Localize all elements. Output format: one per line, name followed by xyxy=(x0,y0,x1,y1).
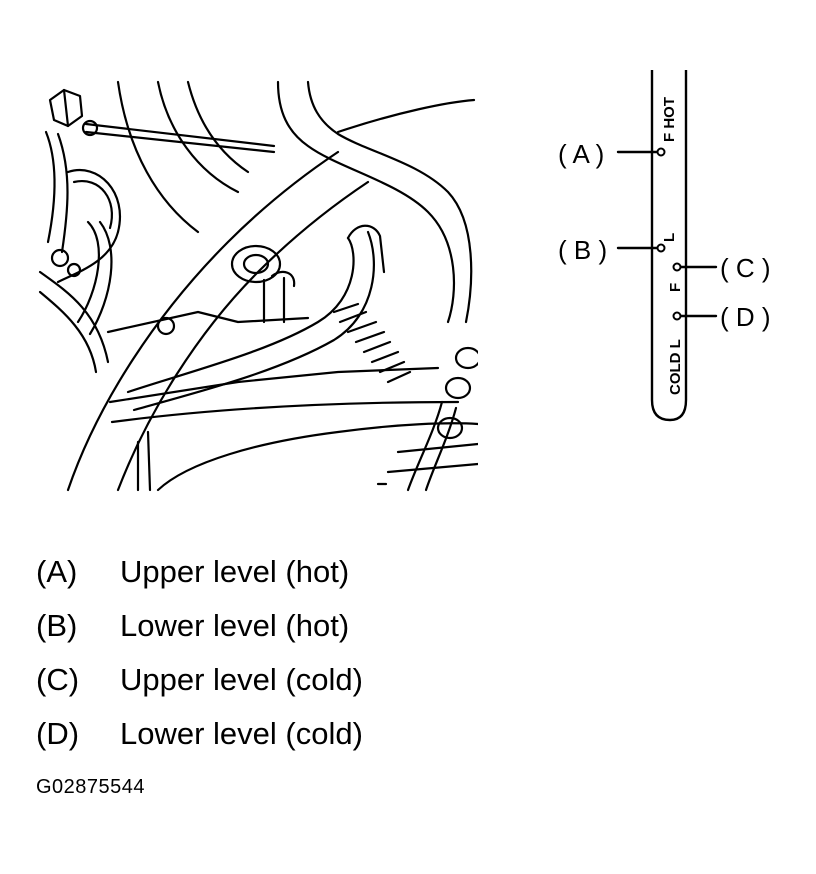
legend-key: (B) xyxy=(36,608,78,643)
level-mark-a xyxy=(656,147,666,157)
callout-b: ( B ) xyxy=(558,235,607,265)
legend-key: (A) xyxy=(36,554,78,589)
legend-description: Upper level (hot) xyxy=(120,554,350,589)
dipstick-ring xyxy=(230,244,282,284)
mark-l-hot: L xyxy=(661,233,678,242)
legend-key: (C) xyxy=(36,662,80,697)
probe-rod xyxy=(84,122,276,154)
callout-d: ( D ) xyxy=(720,302,771,332)
dipstick-blade xyxy=(650,70,688,422)
mark-f-cold: F xyxy=(667,283,684,292)
callout-c: ( C ) xyxy=(720,253,771,283)
level-mark-d xyxy=(672,311,682,321)
legend-description: Lower level (hot) xyxy=(120,608,350,643)
legend-key: (D) xyxy=(36,716,80,751)
callout-a: ( A ) xyxy=(558,139,604,169)
engine-bay-illustration xyxy=(38,80,478,492)
level-mark-c xyxy=(672,262,682,272)
figure-id: G02875544 xyxy=(36,776,146,798)
level-mark-b xyxy=(656,243,666,253)
large-hose xyxy=(66,150,340,492)
legend-description: Upper level (cold) xyxy=(120,662,363,697)
legend-description: Lower level (cold) xyxy=(120,716,363,751)
dipstick-diagram: F HOT L F COLD L ( A ) ( B ) ( C ) ( D ) xyxy=(558,70,771,422)
ribbed-hose xyxy=(126,236,355,394)
mark-f-hot: F HOT xyxy=(661,97,678,142)
mark-l-cold: COLD L xyxy=(667,339,684,395)
